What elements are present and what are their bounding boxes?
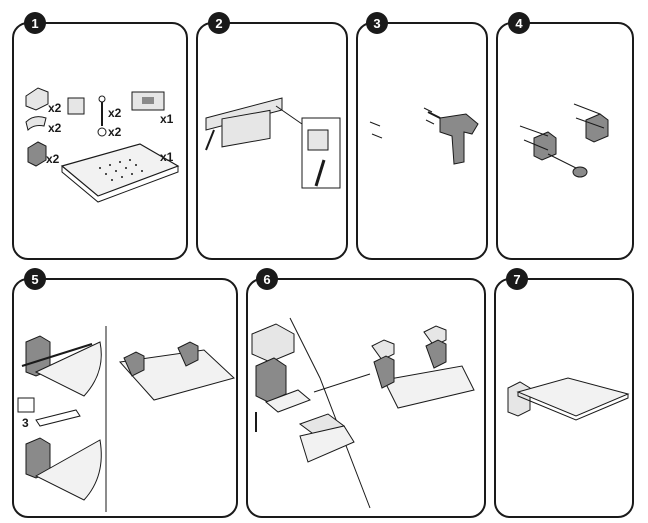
quantity-label: x2 <box>108 125 122 139</box>
step-badge-6: 6 <box>256 268 278 290</box>
bracket-part <box>27 141 47 167</box>
step-badge-4: 4 <box>508 12 530 34</box>
quantity-label: x2 <box>48 101 62 115</box>
step-badge-2: 2 <box>208 12 230 34</box>
quantity-label: x2 <box>108 106 122 120</box>
quantity-label: x2 <box>48 121 62 135</box>
step-badge-5: 5 <box>24 268 46 290</box>
washer-part <box>97 127 107 137</box>
panel-step-1 <box>12 22 188 260</box>
cover-cap-part <box>25 87 49 131</box>
screwdriver-icon <box>572 166 588 178</box>
quantity-label: x2 <box>46 152 60 166</box>
panel-step-3 <box>356 22 488 260</box>
small-plate-part <box>67 97 85 115</box>
drill-icon <box>439 113 479 165</box>
hex-key-icon <box>17 397 35 413</box>
quantity-label: x1 <box>160 112 174 126</box>
quantity-label: x1 <box>160 150 174 164</box>
step-badge-3: 3 <box>366 12 388 34</box>
step-badge-1: 1 <box>24 12 46 34</box>
panel-step-4 <box>496 22 634 260</box>
step-badge-7: 7 <box>506 268 528 290</box>
measurement-label: 3 <box>22 416 29 430</box>
